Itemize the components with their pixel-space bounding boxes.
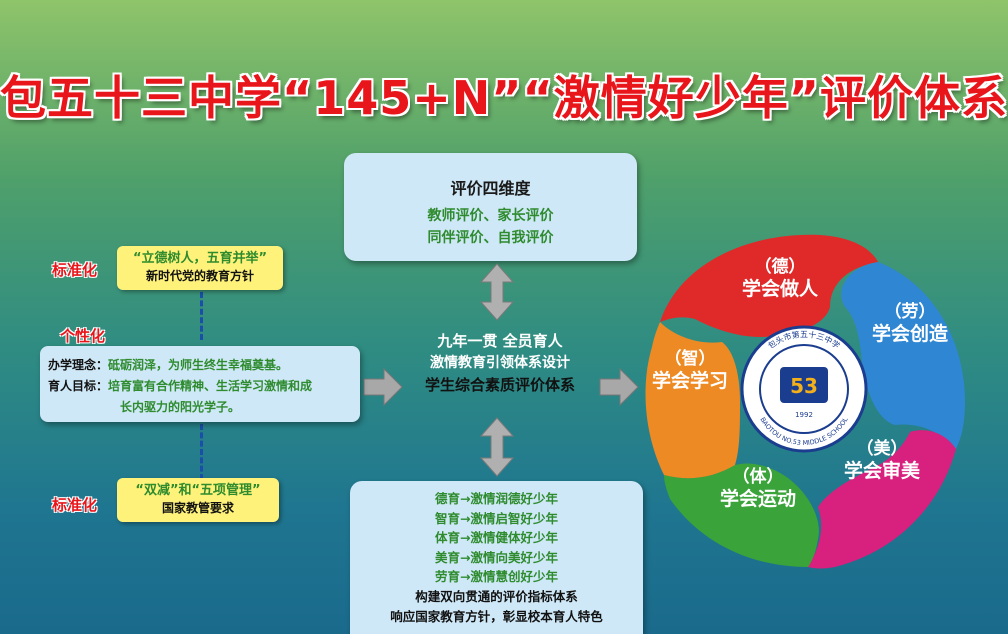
goal-value-cont: 长内驱力的阳光学子。 (120, 400, 241, 414)
goal-label: 育人目标： (48, 379, 109, 393)
philosophy-label: 办学理念： (48, 358, 109, 372)
five-education-wheel: 53 1992 包头市第五十三中学 BAOTOU NO.53 MIDDLE SC… (640, 227, 970, 572)
tag-standardized-top: 标准化 (52, 261, 98, 279)
philosophy-box: 办学理念：砥砺润泽，为师生终生幸福奠基。 育人目标：培育富有合作精神、生活学习激… (40, 346, 360, 422)
petal-labor (841, 262, 965, 449)
wheel-graphic: 53 1992 包头市第五十三中学 BAOTOU NO.53 MIDDLE SC… (645, 234, 965, 569)
dashed-connector-top (200, 292, 203, 340)
policy-bottom-green: “双减”和“五项管理” (135, 483, 261, 498)
petal-physical (664, 463, 819, 567)
petal-label-physical: （体） 学会运动 (708, 467, 808, 512)
center-line-1: 九年一贯 全员育人 (437, 332, 563, 350)
policy-bottom-black: 国家教管要求 (161, 501, 234, 515)
indicator-line: 体育→激情健体好少年 (435, 530, 558, 545)
tag-standardized-bottom: 标准化 (52, 496, 98, 514)
up-down-arrow-bottom (479, 417, 515, 477)
indicators-box: 德育→激情润德好少年 智育→激情启智好少年 体育→激情健体好少年 美育→激情向美… (350, 481, 643, 634)
petal-aesthetic (808, 430, 956, 569)
policy-top-green: “立德树人，五育并举” (132, 251, 268, 266)
goal-value: 培育富有合作精神、生活学习激情和成 (108, 379, 313, 393)
evaluation-dimensions-box: 评价四维度 教师评价、家长评价 同伴评价、自我评价 (344, 153, 637, 261)
indicator-line: 美育→激情向美好少年 (435, 549, 558, 565)
center-line-3: 学生综合素质评价体系 (424, 376, 575, 394)
petal-moral (660, 234, 878, 337)
petal-tag: （体） (732, 467, 784, 487)
center-text: 九年一贯 全员育人 激情教育引领体系设计 学生综合素质评价体系 (400, 330, 600, 396)
petal-tag: （德） (754, 257, 806, 277)
right-arrow-right (599, 367, 639, 407)
dashed-connector-bottom (200, 424, 203, 480)
center-line-2: 激情教育引领体系设计 (430, 355, 570, 371)
policy-box-top: “立德树人，五育并举” 新时代党的教育方针 (117, 246, 283, 290)
dimensions-title: 评价四维度 (450, 179, 531, 198)
petal-tag: （智） (664, 349, 716, 369)
indicator-line: 德育→激情润德好少年 (435, 491, 558, 506)
page-title: 包五十三中学“145+N”“激情好少年”评价体系 (0, 71, 1008, 125)
petal-text: 学会运动 (719, 488, 796, 511)
petal-intellect (645, 322, 740, 479)
petal-text: 学会创造 (871, 323, 948, 346)
petal-text: 学会学习 (651, 370, 728, 393)
indicators-footer-2: 响应国家教育方针，彰显校本育人特色 (390, 608, 603, 624)
dimensions-line: 同伴评价、自我评价 (427, 230, 554, 246)
petal-tag: （劳） (884, 302, 936, 322)
petal-tag: （美） (856, 439, 908, 459)
indicators-footer-1: 构建双向贯通的评价指标体系 (415, 588, 578, 604)
dimensions-line: 教师评价、家长评价 (427, 208, 554, 224)
policy-top-black: 新时代党的教育方针 (145, 269, 254, 283)
petal-label-intellect: （智） 学会学习 (642, 349, 738, 394)
indicator-line: 劳育→激情慧创好少年 (435, 569, 558, 584)
policy-box-bottom: “双减”和“五项管理” 国家教管要求 (117, 478, 279, 522)
philosophy-value: 砥砺润泽，为师生终生幸福奠基。 (108, 358, 289, 372)
right-arrow-left (363, 367, 403, 407)
petal-text: 学会审美 (843, 460, 920, 483)
petal-label-aesthetic: （美） 学会审美 (832, 439, 932, 484)
tag-personalized: 个性化 (60, 327, 106, 345)
indicator-line: 智育→激情启智好少年 (435, 510, 558, 526)
logo-number: 53 (790, 374, 818, 398)
petal-label-labor: （劳） 学会创造 (865, 302, 955, 347)
petal-text: 学会做人 (741, 278, 818, 301)
logo-year: 1992 (795, 411, 813, 419)
petal-label-moral: （德） 学会做人 (735, 257, 825, 302)
up-down-arrow-top (479, 263, 515, 321)
